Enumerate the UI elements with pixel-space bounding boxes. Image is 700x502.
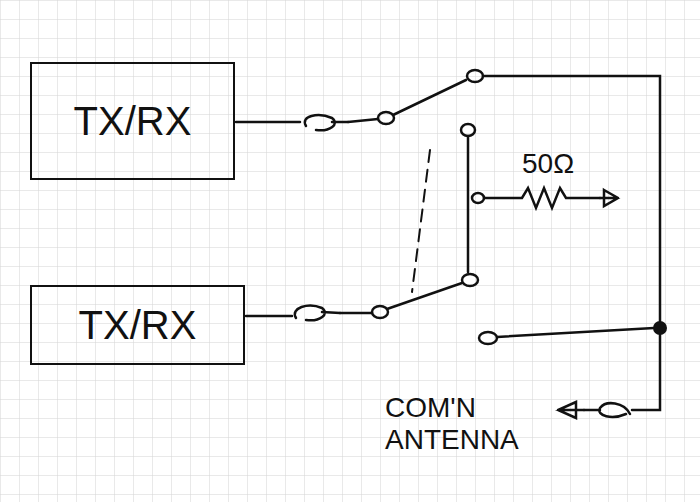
- coax-connector: [295, 306, 340, 321]
- wire: [632, 328, 660, 410]
- box-label: TX/RX: [79, 303, 197, 348]
- switch-pivot: [378, 112, 394, 124]
- wire: [340, 312, 372, 315]
- radio-box: TX/RX: [30, 62, 235, 180]
- coax-connector: [305, 115, 348, 130]
- resistor-value: 50Ω: [522, 148, 602, 180]
- wire: [236, 121, 300, 124]
- switch-pivot: [372, 306, 388, 318]
- antenna-arrow: [558, 402, 584, 418]
- wire: [348, 119, 378, 122]
- ground-arrow: [600, 190, 618, 206]
- junction: [472, 193, 484, 203]
- switch-contact: [461, 124, 475, 136]
- radio-box: TX/RX: [30, 285, 245, 365]
- switch-contact: [462, 274, 478, 286]
- wire: [246, 315, 292, 318]
- switch-arm: [393, 80, 466, 115]
- wire: [483, 76, 660, 328]
- switch-contact: [479, 332, 497, 344]
- coax-connector: [584, 403, 630, 417]
- resistor-symbol: [484, 188, 600, 208]
- switch-contact: [467, 70, 483, 82]
- wire: [497, 328, 654, 337]
- gang-link: [412, 150, 430, 292]
- junction-dot: [653, 321, 667, 335]
- antenna-label: COM'N ANTENNA: [385, 392, 545, 456]
- switch-arm: [387, 283, 462, 309]
- wire: [467, 136, 470, 272]
- box-label: TX/RX: [74, 99, 192, 144]
